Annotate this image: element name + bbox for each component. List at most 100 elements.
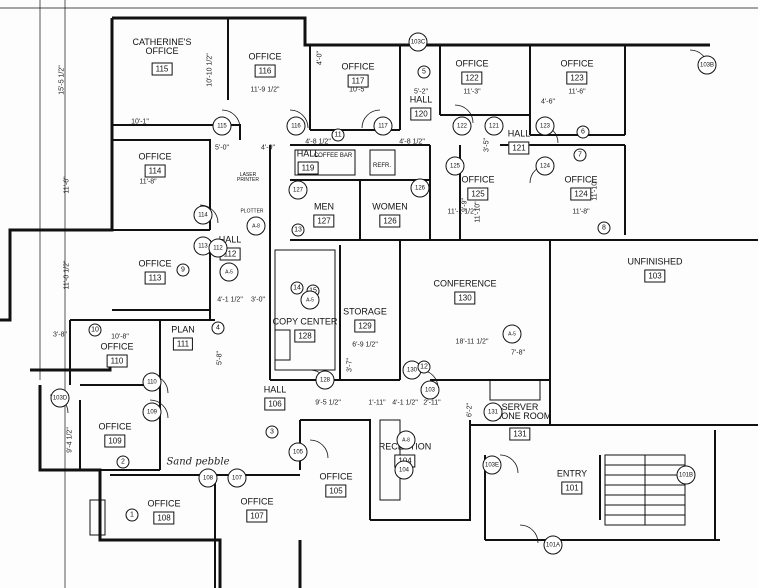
keynote-tag: 9 bbox=[176, 263, 190, 277]
room-name-127: MEN bbox=[314, 201, 334, 212]
refrigerator-label: REFR. bbox=[373, 163, 391, 169]
door-tag-114: 114 bbox=[193, 205, 213, 225]
door-tag-101B: 101B bbox=[676, 465, 696, 485]
room-name-124: OFFICE bbox=[564, 174, 598, 185]
dimension-label: 4'-6" bbox=[541, 98, 555, 106]
dimension-label: 10'-10 1/2" bbox=[206, 53, 214, 87]
door-tag-125: 125 bbox=[445, 156, 465, 176]
dimension-label: 5'-2" bbox=[414, 88, 428, 96]
dimension-label: 2'-11" bbox=[423, 399, 441, 407]
room-name-119: HALL bbox=[296, 148, 320, 159]
detail-tag: A-5 bbox=[219, 262, 239, 282]
room-name-103: UNFINISHED bbox=[627, 256, 683, 267]
room-number-110: 110 bbox=[106, 354, 128, 368]
dimension-label: 3'-7" bbox=[346, 358, 354, 372]
dimension-label: 18'-11 1/2" bbox=[455, 338, 489, 346]
door-tag-124: 124 bbox=[535, 156, 555, 176]
dimension-label: 10'-5" bbox=[349, 86, 367, 94]
dimension-label: 6'-9 1/2" bbox=[352, 341, 378, 349]
door-tag-103C: 103C bbox=[408, 32, 428, 52]
room-number-121: 121 bbox=[508, 141, 530, 155]
fixtures bbox=[89, 149, 541, 536]
door-tag-128: 128 bbox=[315, 370, 335, 390]
keynote-tag: 4 bbox=[211, 321, 225, 335]
dimension-label: 11'-8" bbox=[572, 208, 590, 216]
room-name-117: OFFICE bbox=[341, 61, 375, 72]
door-tag-107: 107 bbox=[227, 468, 247, 488]
detail-tag: A-8 bbox=[396, 430, 416, 450]
room-name-111: PLAN bbox=[171, 324, 195, 335]
room-number-127: 127 bbox=[313, 214, 335, 228]
door-tag-115: 115 bbox=[212, 116, 232, 136]
exterior-walls bbox=[0, 16, 710, 588]
keynote-tag: 11 bbox=[331, 128, 345, 142]
room-number-119: 119 bbox=[297, 161, 319, 175]
room-number-130: 130 bbox=[454, 291, 476, 305]
dimension-label: 11'-1 1/2" bbox=[447, 208, 477, 216]
dimension-label: 11'-9 1/2" bbox=[250, 86, 280, 94]
dimension-label: 1'-11" bbox=[368, 399, 386, 407]
dimension-label: 5'-0" bbox=[215, 144, 229, 152]
door-tag-109: 109 bbox=[142, 402, 162, 422]
room-number-101: 101 bbox=[561, 481, 583, 495]
stair bbox=[604, 454, 686, 526]
dimension-label: 9'-9" bbox=[461, 198, 469, 212]
door-tag-117: 117 bbox=[373, 116, 393, 136]
room-name-112: HALL bbox=[218, 234, 242, 245]
room-number-122: 122 bbox=[461, 71, 483, 85]
door-tag-116: 116 bbox=[286, 116, 306, 136]
keynote-tag: 5 bbox=[417, 65, 431, 79]
door-tag-104: 104 bbox=[394, 460, 414, 480]
room-name-130: CONFERENCE bbox=[433, 278, 497, 289]
keynote-tag: 13 bbox=[291, 223, 305, 237]
room-number-125: 125 bbox=[467, 187, 489, 201]
dimension-label: 11'-8" bbox=[139, 178, 157, 186]
room-name-108: OFFICE bbox=[147, 498, 181, 509]
door-tag-123: 123 bbox=[535, 116, 555, 136]
room-name-110: OFFICE bbox=[100, 341, 134, 352]
keynote-tag: 1 bbox=[125, 508, 139, 522]
dimension-label: 3'-8" bbox=[53, 331, 67, 339]
room-name-116: OFFICE bbox=[248, 51, 282, 62]
keynote-tag: 6 bbox=[576, 125, 590, 139]
door-tag-112: 112 bbox=[208, 238, 228, 258]
room-number-106: 106 bbox=[264, 397, 286, 411]
room-number-126: 126 bbox=[379, 214, 401, 228]
dimension-label: 4'-8 1/2" bbox=[305, 138, 331, 146]
room-number-123: 123 bbox=[566, 71, 588, 85]
room-number-128: 128 bbox=[294, 329, 316, 343]
keynote-tag: 7 bbox=[573, 148, 587, 162]
room-number-117: 117 bbox=[347, 74, 369, 88]
door-tag-108: 108 bbox=[198, 468, 218, 488]
door-tag-105: 105 bbox=[288, 442, 308, 462]
dimension-label: 11'-10" bbox=[591, 179, 599, 201]
room-name-121: HALL bbox=[507, 128, 531, 139]
door-tag-122: 122 bbox=[452, 116, 472, 136]
door-tag-103E: 103E bbox=[482, 455, 502, 475]
room-name-115: CATHERINE'S OFFICE bbox=[132, 37, 192, 56]
room-number-129: 129 bbox=[354, 319, 376, 333]
room-name-114: OFFICE bbox=[138, 151, 172, 162]
dimension-label: 9'-4 1/2" bbox=[66, 427, 74, 453]
keynote-tag: 8 bbox=[597, 221, 611, 235]
room-name-128: COPY CENTER bbox=[272, 316, 338, 327]
dimension-label: 4'-0" bbox=[316, 51, 324, 65]
room-name-126: WOMEN bbox=[372, 201, 408, 212]
dimension-label: 11'-3" bbox=[463, 88, 481, 96]
door-tag-110: 110 bbox=[142, 372, 162, 392]
keynote-tag: 14 bbox=[290, 281, 304, 295]
detail-tag: A-8 bbox=[246, 216, 266, 236]
room-number-107: 107 bbox=[246, 509, 268, 523]
room-number-108: 108 bbox=[153, 511, 175, 525]
room-number-124: 124 bbox=[570, 187, 592, 201]
door-tag-103: 103 bbox=[420, 380, 440, 400]
dimension-label: 6'-2" bbox=[466, 403, 474, 417]
door-tag-131: 131 bbox=[483, 402, 503, 422]
room-name-113: OFFICE bbox=[138, 258, 172, 269]
dimension-label: 15'-5 1/2" bbox=[58, 65, 66, 95]
room-name-129: STORAGE bbox=[343, 306, 387, 317]
detail-tag: A-5 bbox=[300, 290, 320, 310]
